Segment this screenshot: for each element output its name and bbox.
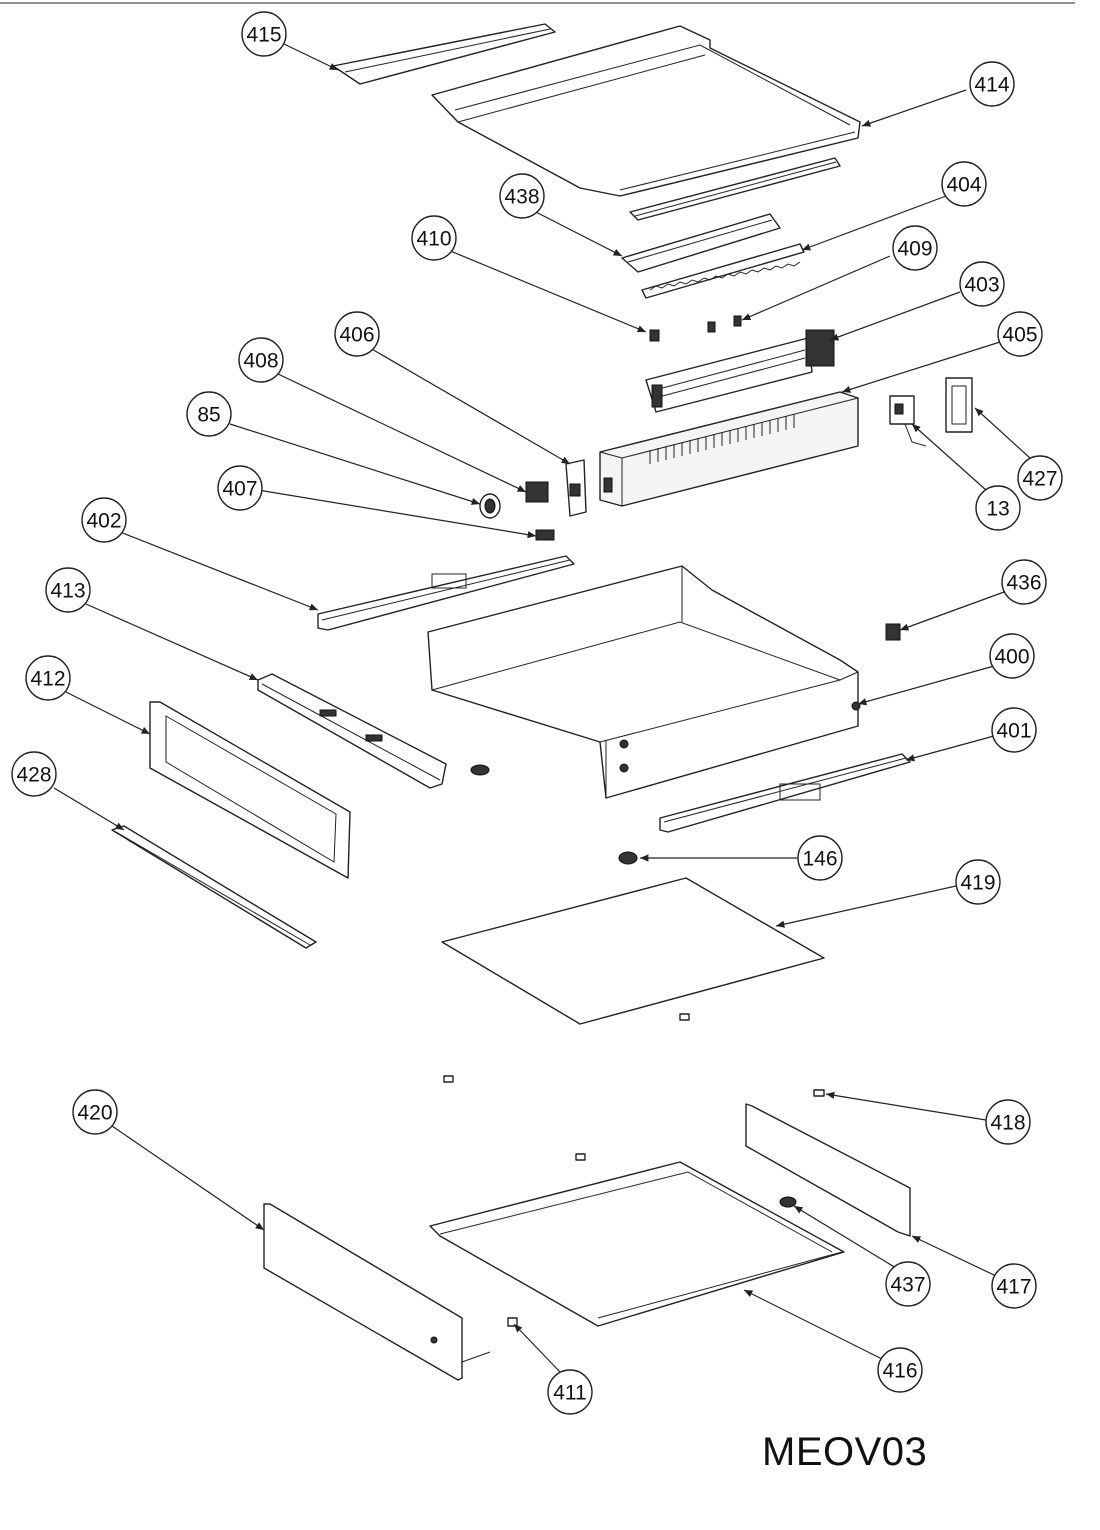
callout-404: 404 — [941, 161, 987, 207]
callout-411: 411 — [547, 1369, 593, 1415]
callout-437: 437 — [885, 1261, 931, 1307]
callout-415: 415 — [241, 11, 287, 57]
callout-label: 411 — [553, 1382, 586, 1405]
part-415-strip — [332, 23, 556, 85]
callout-label: 401 — [996, 720, 1031, 743]
part-407-indicator — [535, 529, 555, 541]
model-code: MEOV03 — [762, 1430, 928, 1474]
part-410-clip — [649, 329, 660, 342]
part-401-right-rail — [659, 753, 911, 833]
callout-408: 408 — [238, 337, 284, 383]
part-417-rear-panel — [745, 1103, 911, 1237]
part-402-left-rail — [317, 555, 575, 631]
callout-label: 413 — [50, 580, 85, 603]
part-413-drawer-runner — [257, 673, 447, 789]
callout-label: 436 — [1006, 572, 1041, 595]
part-13-thermostat — [889, 395, 927, 447]
callout-label: 414 — [974, 74, 1009, 97]
part-406-control-bracket — [565, 459, 587, 517]
callout-409: 409 — [892, 225, 938, 271]
callout-13: 13 — [975, 485, 1021, 531]
callout-413: 413 — [45, 567, 91, 613]
part-412-front-frame — [149, 701, 351, 879]
callout-418: 418 — [985, 1099, 1031, 1145]
part-403-fan-motor — [645, 329, 835, 413]
callout-403: 403 — [959, 261, 1005, 307]
callout-label: 408 — [243, 350, 278, 373]
part-400-cabinet — [427, 565, 861, 799]
callout-419: 419 — [955, 859, 1001, 905]
callout-406: 406 — [334, 311, 380, 357]
callout-label: 13 — [986, 498, 1009, 521]
callout-402: 402 — [81, 497, 127, 543]
part-414-top-cover — [431, 25, 861, 197]
callout-407: 407 — [217, 465, 263, 511]
callout-420: 420 — [72, 1089, 118, 1135]
callout-label: 406 — [339, 324, 374, 347]
part-409-clip — [707, 315, 742, 333]
callout-416: 416 — [877, 1347, 923, 1393]
part-405-air-duct — [599, 391, 859, 507]
callout-label: 420 — [77, 1102, 112, 1125]
callout-410: 410 — [411, 215, 457, 261]
leader-lines — [53, 43, 1031, 1373]
callout-label: 419 — [960, 872, 995, 895]
callout-401: 401 — [991, 707, 1037, 753]
callout-label: 409 — [897, 238, 932, 261]
callout-428: 428 — [11, 751, 57, 797]
callout-label: 146 — [802, 848, 837, 871]
part-416-drawer-tray — [429, 1161, 845, 1327]
callout-label: 417 — [996, 1276, 1031, 1299]
callout-label: 427 — [1022, 468, 1057, 491]
callout-label: 416 — [882, 1360, 917, 1383]
callout-label: 415 — [246, 24, 281, 47]
part-428-bottom-strip — [111, 825, 317, 949]
callout-label: 410 — [416, 228, 451, 251]
part-small-tab-3 — [575, 1153, 586, 1161]
callout-label: 437 — [890, 1274, 925, 1297]
part-437-grommet — [779, 1196, 797, 1208]
callout-412: 412 — [25, 655, 71, 701]
part-427-bracket — [945, 377, 973, 433]
callout-label: 407 — [222, 478, 257, 501]
part-418-tab — [813, 1089, 825, 1097]
part-438-reflector — [621, 213, 781, 273]
callout-label: 403 — [964, 274, 999, 297]
part-146-foot — [618, 851, 638, 865]
callout-label: 404 — [946, 174, 981, 197]
part-grommet — [470, 764, 490, 776]
callout-label: 418 — [990, 1112, 1025, 1135]
part-404-heating-element — [641, 243, 805, 299]
callout-400: 400 — [989, 633, 1035, 679]
part-419-bottom-plate — [441, 877, 825, 1025]
callout-436: 436 — [1001, 559, 1047, 605]
part-small-tab-2 — [443, 1075, 454, 1083]
callout-label: 85 — [197, 404, 220, 427]
callout-405: 405 — [997, 311, 1043, 357]
callout-417: 417 — [991, 1263, 1037, 1309]
callout-label: 428 — [16, 764, 51, 787]
callout-438: 438 — [499, 173, 545, 219]
part-414-lower-strip — [629, 157, 841, 221]
callout-label: 412 — [30, 668, 65, 691]
part-small-tab-1 — [679, 1013, 690, 1021]
callout-label: 405 — [1002, 324, 1037, 347]
callout-146: 146 — [797, 835, 843, 881]
callout-427: 427 — [1017, 455, 1063, 501]
part-411-screw — [507, 1317, 518, 1327]
part-408-switch — [525, 481, 549, 503]
callout-bubbles: 415 414 438 404 410 409 403 406 405 408 85 407 13 427… — [11, 11, 1063, 1415]
callout-414: 414 — [969, 61, 1015, 107]
part-436-clip — [885, 623, 901, 641]
callout-85: 85 — [186, 391, 232, 437]
callout-label: 400 — [994, 646, 1029, 669]
part-85-knob — [479, 493, 501, 519]
callout-label: 438 — [504, 186, 539, 209]
part-420-drawer-front — [263, 1203, 491, 1381]
callout-label: 402 — [86, 510, 121, 533]
